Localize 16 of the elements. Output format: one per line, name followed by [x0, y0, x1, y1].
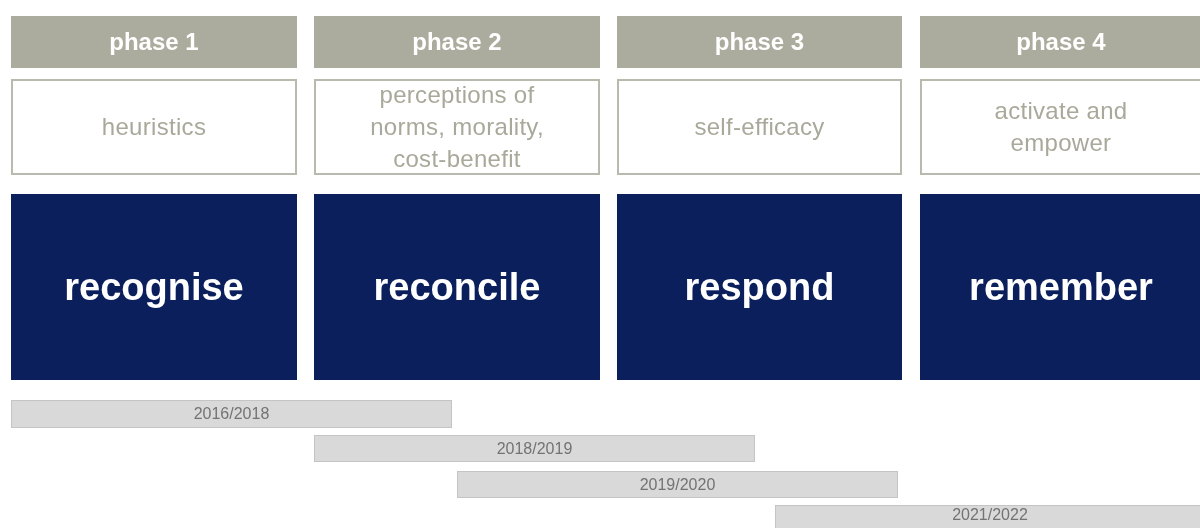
phase-header: phase 1	[11, 16, 297, 68]
timeline-bar: 2019/2020	[457, 471, 898, 498]
stage-box: recognise	[11, 194, 297, 380]
timeline-bar: 2016/2018	[11, 400, 452, 428]
timeline-bar: 2021/2022	[775, 505, 1200, 528]
description-box: self-efficacy	[617, 79, 902, 175]
phase-header: phase 3	[617, 16, 902, 68]
phase-header: phase 2	[314, 16, 600, 68]
stage-box: respond	[617, 194, 902, 380]
timeline-bar: 2018/2019	[314, 435, 755, 462]
phase-header: phase 4	[920, 16, 1200, 68]
stage-box: remember	[920, 194, 1200, 380]
description-box: perceptions of norms, morality, cost-benefit	[314, 79, 600, 175]
stage-box: reconcile	[314, 194, 600, 380]
description-box: heuristics	[11, 79, 297, 175]
description-box: activate and empower	[920, 79, 1200, 175]
